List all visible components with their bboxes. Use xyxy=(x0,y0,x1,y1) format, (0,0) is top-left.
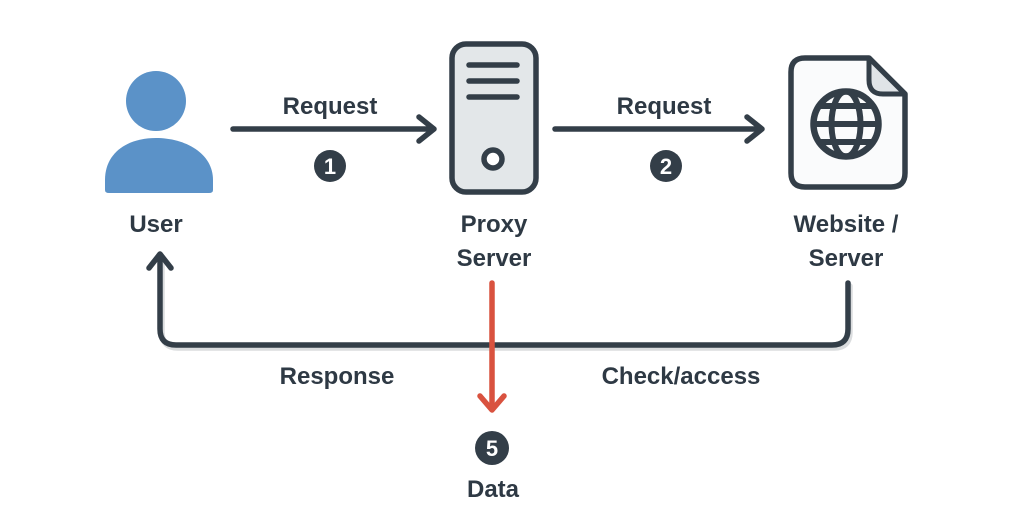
return-path-line xyxy=(157,255,851,348)
document-folded-corner xyxy=(866,55,908,97)
website-server-node: Website / Server xyxy=(788,55,908,272)
request-arrow-2: Request 2 xyxy=(552,93,765,182)
globe-icon xyxy=(810,88,882,160)
request-2-arrowhead xyxy=(744,114,765,144)
proxy-server-node: Proxy Server xyxy=(449,41,539,272)
step-5-number: 5 xyxy=(486,436,498,461)
user-node: User xyxy=(105,71,213,238)
response-label: Response xyxy=(280,363,395,390)
step-1-badge: 1 xyxy=(314,150,346,182)
step-2-badge: 2 xyxy=(650,150,682,182)
request-1-label: Request xyxy=(283,93,378,120)
proxy-label-line1: Proxy xyxy=(461,211,528,238)
step-2-number: 2 xyxy=(660,154,672,179)
request-arrow-1: Request 1 xyxy=(230,93,437,182)
request-1-arrowhead xyxy=(416,114,437,144)
data-arrow xyxy=(477,280,507,413)
person-body xyxy=(105,138,213,193)
person-icon xyxy=(105,71,213,193)
return-path-arrow: Response Check/access xyxy=(146,251,851,390)
globe-document-icon xyxy=(788,55,908,190)
person-head xyxy=(126,71,186,131)
user-label: User xyxy=(129,211,182,238)
website-label-line1: Website / xyxy=(794,211,899,238)
data-label: Data xyxy=(467,476,520,503)
step-1-number: 1 xyxy=(324,154,336,179)
request-2-label: Request xyxy=(617,93,712,120)
server-tower-icon xyxy=(449,41,539,195)
step-5-badge: 5 xyxy=(475,431,509,465)
data-arrowhead xyxy=(477,393,507,413)
server-power-button xyxy=(481,147,505,171)
proxy-label-line2: Server xyxy=(457,245,532,272)
return-path-arrowhead xyxy=(146,251,174,271)
check-access-label: Check/access xyxy=(602,363,761,390)
website-label-line2: Server xyxy=(809,245,884,272)
